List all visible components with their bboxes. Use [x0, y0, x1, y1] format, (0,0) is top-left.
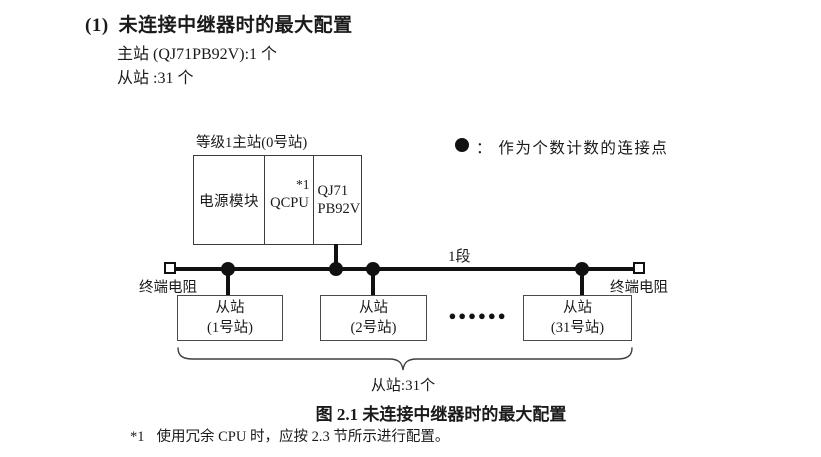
qj71pb92v-cell: QJ71 PB92V — [314, 156, 361, 244]
section-title: 未连接中继器时的最大配置 — [118, 15, 353, 36]
footnote-text: 使用冗余 CPU 时，应按 2.3 节所示进行配置。 — [156, 429, 450, 445]
section-number: (1) — [85, 15, 109, 36]
slave-station-1-type: 从站 — [215, 299, 245, 316]
spec-slave-count: 从站 :31 个 — [117, 70, 194, 87]
qcpu-label: QCPU — [270, 195, 309, 211]
terminating-resistor-right-icon — [633, 262, 645, 274]
footnote-ref-marker: *1 — [296, 177, 310, 192]
connection-point-slave31 — [575, 262, 589, 276]
section-heading: (1) 未连接中继器时的最大配置 — [85, 10, 353, 37]
bus-line — [175, 267, 636, 271]
qj71-label-line2: PB92V — [317, 201, 361, 217]
terminating-resistor-left-label: 终端电阻 — [139, 280, 197, 296]
segment-label: 1段 — [448, 249, 471, 265]
slave2-drop-line — [371, 270, 375, 296]
master-station-box: 电源模块 *1 QCPU QJ71 PB92V — [193, 155, 362, 245]
footnote-marker: *1 — [130, 429, 145, 445]
figure-caption: 图 2.1 未连接中继器时的最大配置 — [315, 405, 567, 424]
terminating-resistor-right-label: 终端电阻 — [610, 280, 668, 296]
master-drop-line — [334, 244, 338, 270]
qj71-label-line1: QJ71 — [317, 182, 349, 199]
brace-label: 从站:31个 — [370, 378, 436, 394]
terminating-resistor-left-icon — [164, 262, 176, 274]
connection-point-slave1 — [221, 262, 235, 276]
slave-station-31-box: 从站 (31号站) — [523, 295, 632, 341]
slave-station-2-box: 从站 (2号站) — [320, 295, 427, 341]
slave-station-31-number: (31号站) — [550, 320, 605, 336]
slave-station-2-type: 从站 — [359, 299, 388, 316]
slave-station-1-number: (1号站) — [207, 320, 253, 336]
slave-station-1-box: 从站 (1号站) — [177, 295, 283, 341]
legend-connection-point-icon — [455, 138, 469, 152]
slave-station-2-number: (2号站) — [350, 320, 397, 336]
slaves-brace — [177, 347, 633, 371]
footnote: *1 使用冗余 CPU 时，应按 2.3 节所示进行配置。 — [130, 425, 449, 446]
connection-point-master — [329, 262, 343, 276]
legend-text: ： 作为个数计数的连接点 — [476, 140, 669, 157]
slave31-drop-line — [580, 270, 584, 296]
master-station-label: 等级1主站(0号站) — [196, 135, 308, 151]
power-module-cell: 电源模块 — [194, 156, 266, 244]
slaves-ellipsis-dots: ●●●●●● — [448, 308, 508, 323]
connection-point-slave2 — [366, 262, 380, 276]
qcpu-cell: *1 QCPU — [265, 156, 314, 244]
spec-master-count: 主站 (QJ71PB92V):1 个 — [117, 46, 278, 63]
slave1-drop-line — [226, 270, 230, 296]
slave-station-31-type: 从站 — [563, 299, 592, 316]
